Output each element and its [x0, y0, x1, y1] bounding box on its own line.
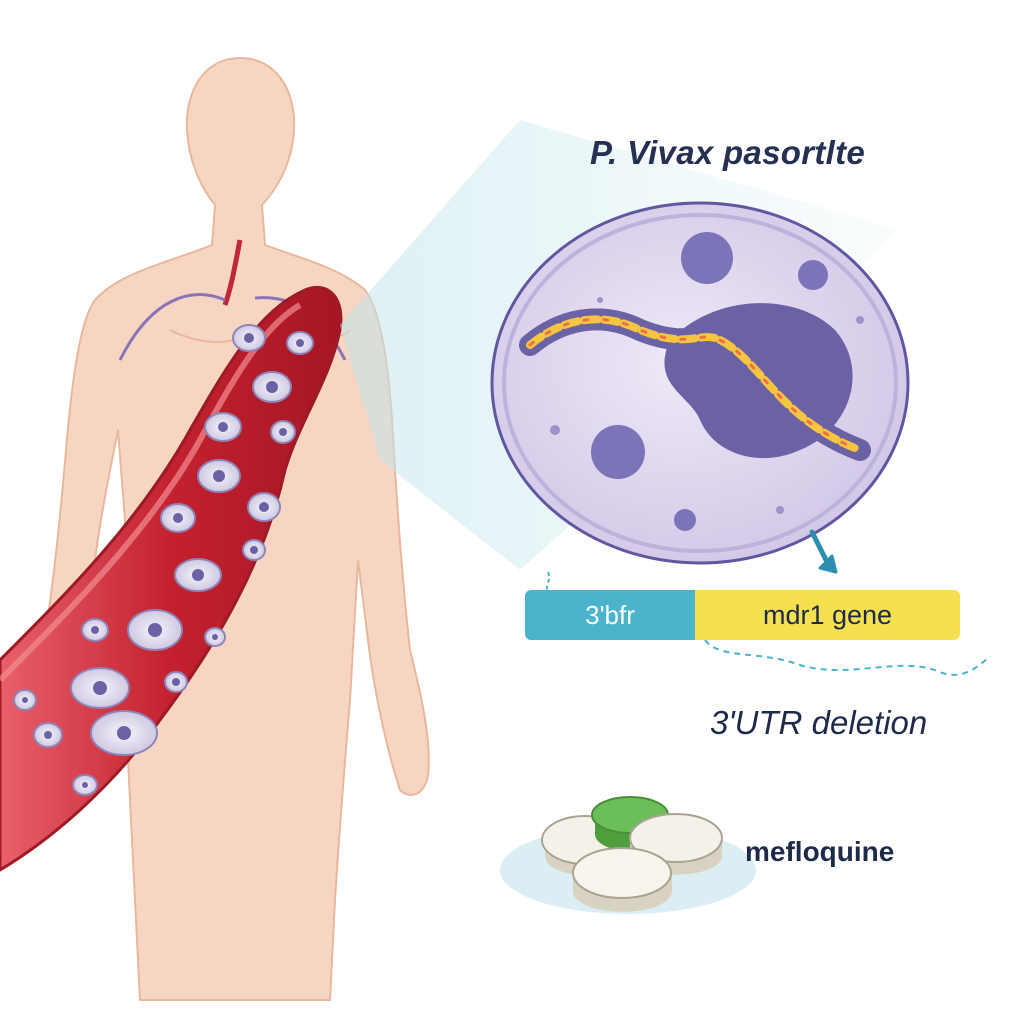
infected-cell [204, 627, 226, 647]
infected-cell [286, 331, 314, 355]
utr-segment: 3'bfr [525, 590, 695, 640]
vesicle [681, 232, 733, 284]
drug-label: mefloquine [745, 836, 895, 867]
deletion-label: 3'UTR deletion [710, 704, 928, 741]
infected-cell [72, 774, 98, 796]
parasite-cell [490, 201, 910, 565]
infected-cell [90, 710, 158, 756]
infected-cell [127, 609, 183, 651]
infected-cell [242, 539, 266, 561]
infected-cell [33, 722, 63, 748]
gene-segment: mdr1 gene [695, 590, 960, 640]
infected-cell [174, 558, 222, 592]
utr-label: 3'bfr [585, 599, 635, 630]
infected-cell [160, 503, 196, 533]
infected-cell [252, 371, 292, 403]
arrow-down-icon [809, 529, 838, 574]
infected-cell [247, 492, 281, 522]
blood-cells [13, 324, 314, 796]
deletion-marker [704, 639, 991, 676]
gene-label: mdr1 gene [762, 599, 893, 630]
vesicle [674, 509, 696, 531]
parasite-title: P. Vivax pasortlte [590, 134, 866, 171]
infected-cell [197, 459, 241, 493]
infected-cell [13, 689, 37, 711]
vesicle [798, 260, 828, 290]
infected-cell [81, 618, 109, 642]
infected-cell [204, 412, 242, 442]
vesicle [591, 425, 645, 479]
infected-cell [232, 324, 266, 352]
infected-cell [164, 671, 188, 693]
mefloquine-pills-icon [500, 796, 756, 914]
infected-cell [70, 667, 130, 709]
infected-cell [270, 420, 296, 444]
